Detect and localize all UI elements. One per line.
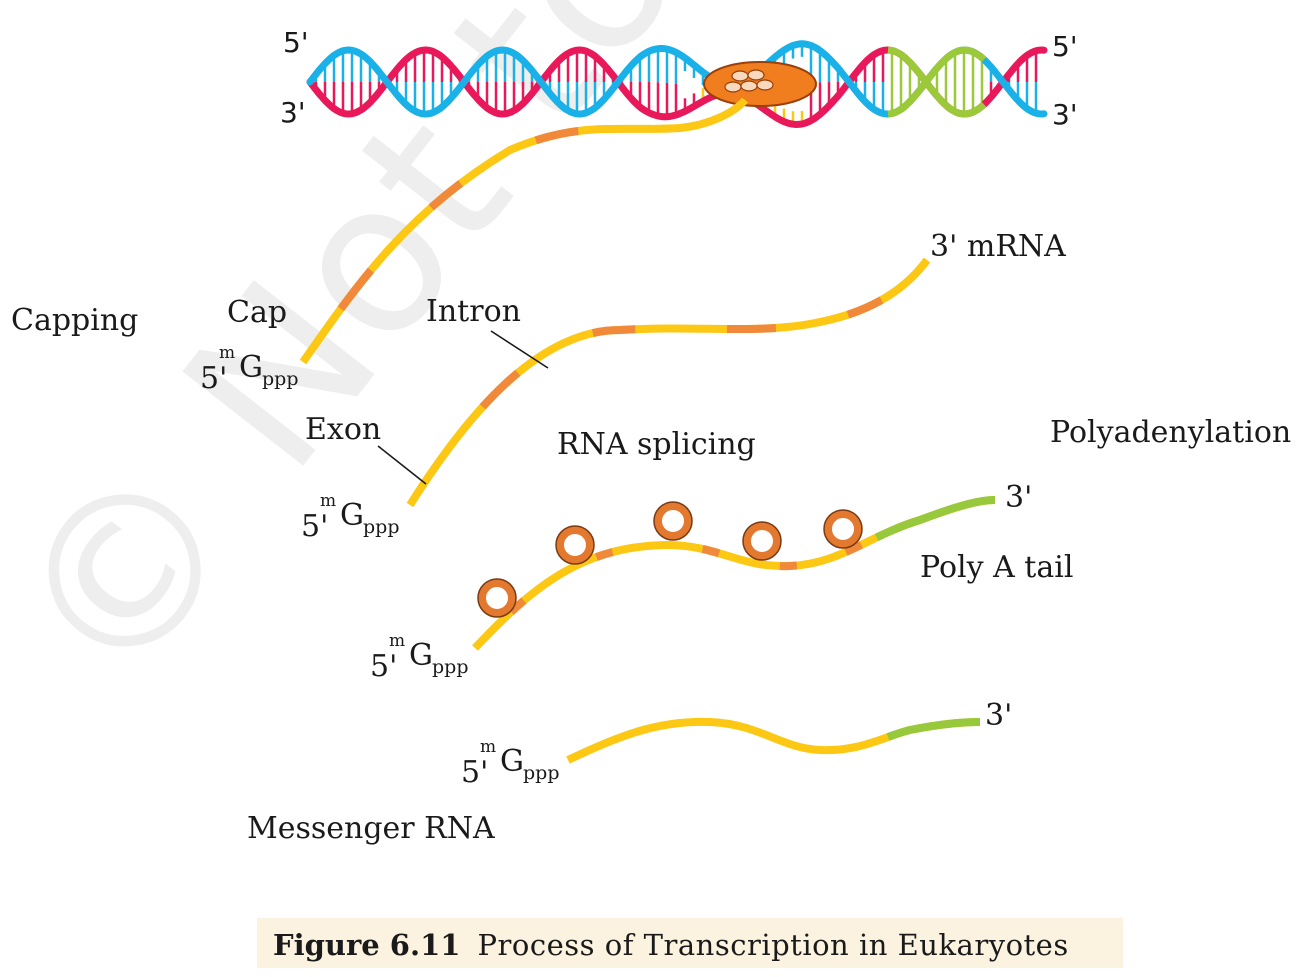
- label-3prime-spliced: 3': [1005, 480, 1032, 515]
- dna-left-3prime: 3': [280, 96, 306, 129]
- rna-mature-mrna-poly-a-tail: [566, 717, 981, 764]
- watermark-text: © Not to be republished: [0, 0, 1305, 731]
- cap-5prime: 5': [461, 755, 488, 790]
- rna-polymerase: [703, 61, 817, 107]
- figure-caption: Figure 6.11 Process of Transcription in …: [257, 918, 1123, 968]
- cap-guanine: G: [500, 744, 524, 779]
- rna-capped-transcript-intron-segment: [299, 97, 749, 365]
- intron-lariat-outline: [477, 578, 517, 618]
- label-messenger-rna: Messenger RNA: [247, 811, 495, 846]
- intron-lariat-outline: [653, 501, 693, 541]
- label-poly-a-tail: Poly A tail: [920, 550, 1073, 585]
- dna-strand-green-segment: [887, 46, 987, 118]
- caption-background: [257, 918, 1123, 968]
- rna-pre-mrna-intron-segment: [406, 257, 931, 508]
- dna-left-5prime: 5': [283, 26, 309, 59]
- cap-methyl-superscript: m: [219, 343, 235, 363]
- dna-double-helix: 5' 3' 5' 3': [280, 26, 1078, 131]
- cap-triphosphate-subscript: ppp: [363, 516, 400, 538]
- base-pair-rungs: [314, 43, 1038, 125]
- intron-lariat-loop: [556, 526, 594, 564]
- intron-loops: [477, 501, 863, 618]
- cap-5prime: 5': [200, 361, 227, 396]
- polymerase-granules: [724, 69, 774, 93]
- label-exon: Exon: [305, 412, 381, 447]
- intron-lariat-outline: [742, 521, 782, 561]
- cap-guanine: G: [409, 638, 433, 673]
- label-3prime-mrna: 3' mRNA: [930, 229, 1066, 264]
- dna-right-5prime: 5': [1052, 30, 1078, 63]
- intron-lariat-loop: [478, 579, 516, 617]
- rna-pre-mrna-intron-segment: [406, 257, 931, 508]
- cap-5prime: 5': [301, 509, 328, 544]
- cap-methyl-superscript: m: [320, 491, 336, 511]
- caption-figure-number: Figure 6.11: [273, 928, 460, 962]
- cap-guanine: G: [239, 350, 263, 385]
- rna-strands: [299, 97, 996, 764]
- caption-text: Figure 6.11 Process of Transcription in …: [273, 928, 1069, 962]
- cap-methyl-superscript: m: [389, 631, 405, 651]
- dna-strand-green-segment: [887, 46, 987, 118]
- label-cap: Cap: [227, 295, 287, 330]
- cap-triphosphate-subscript: ppp: [432, 656, 469, 678]
- watermark: © Not to be republished: [0, 0, 1305, 731]
- cap-5prime: 5': [370, 649, 397, 684]
- cap-triphosphate-subscript: ppp: [523, 762, 560, 784]
- label-rna-splicing: RNA splicing: [557, 427, 756, 462]
- label-capping: Capping: [11, 303, 138, 338]
- cap-triphosphate-subscript: ppp: [262, 368, 299, 390]
- label-3prime-mature: 3': [985, 698, 1012, 733]
- cap-methyl-superscript: m: [480, 737, 496, 757]
- intron-lariat-loop: [743, 522, 781, 560]
- cap-guanine: G: [340, 498, 364, 533]
- dna-right-3prime: 3': [1052, 98, 1078, 131]
- dna-strand-segments: [887, 46, 987, 118]
- intron-leader-line: [490, 330, 549, 369]
- rna-capped-transcript-intron-segment: [299, 97, 749, 365]
- intron-lariat-outline: [555, 525, 595, 565]
- intron-lariat-loop: [824, 510, 862, 548]
- intron-lariat-loop: [654, 502, 692, 540]
- label-polyadenylation: Polyadenylation: [1050, 415, 1291, 450]
- caption-title: Process of Transcription in Eukaryotes: [478, 928, 1069, 962]
- intron-lariat-outline: [823, 509, 863, 549]
- rna-spliced-poly-a-tail: [472, 496, 996, 651]
- label-intron: Intron: [426, 294, 521, 329]
- exon-leader-line: [377, 445, 427, 485]
